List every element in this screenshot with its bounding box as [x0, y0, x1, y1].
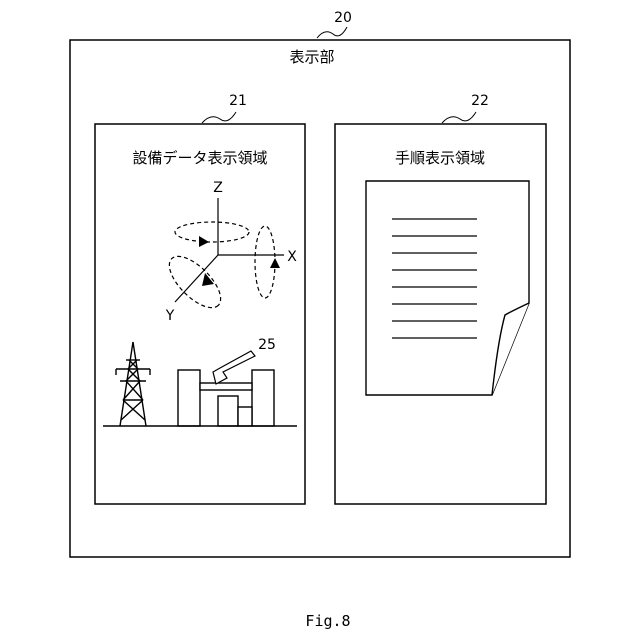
transmission-tower-icon — [116, 342, 150, 426]
equipment-data-panel — [95, 124, 305, 504]
display-title: 表示部 — [289, 48, 334, 66]
y-rotation-ellipse — [161, 248, 229, 316]
building-center — [218, 396, 238, 426]
z-axis-label: Z — [213, 180, 223, 196]
rotation-axes-diagram: Z X Y — [161, 180, 297, 324]
facility-ref-number: 25 — [258, 337, 276, 353]
equipment-panel-ref-number: 21 — [229, 93, 247, 109]
building-bridge — [200, 383, 252, 390]
display-ref-number: 20 — [334, 10, 352, 26]
building-right — [252, 370, 274, 426]
equipment-panel-ref-leader — [202, 112, 236, 123]
equipment-panel-title: 設備データ表示領域 — [132, 149, 267, 167]
x-axis-label: X — [287, 249, 297, 265]
x-rotation-ellipse — [255, 226, 275, 298]
facility-pointer-arrow-icon — [213, 351, 255, 384]
building-annex — [238, 407, 252, 426]
x-rotation-arrow-icon — [270, 258, 280, 268]
z-rotation-arrow-icon — [199, 236, 209, 247]
procedure-panel-ref-leader — [442, 112, 476, 123]
figure-caption: Fig.8 — [305, 612, 350, 630]
building-left — [178, 370, 200, 426]
procedure-panel-title: 手順表示領域 — [395, 149, 485, 167]
procedure-panel-ref-number: 22 — [471, 93, 489, 109]
document-icon — [366, 181, 529, 395]
y-axis-label: Y — [165, 308, 175, 324]
display-ref-leader — [317, 27, 347, 38]
z-rotation-ellipse — [175, 222, 249, 242]
